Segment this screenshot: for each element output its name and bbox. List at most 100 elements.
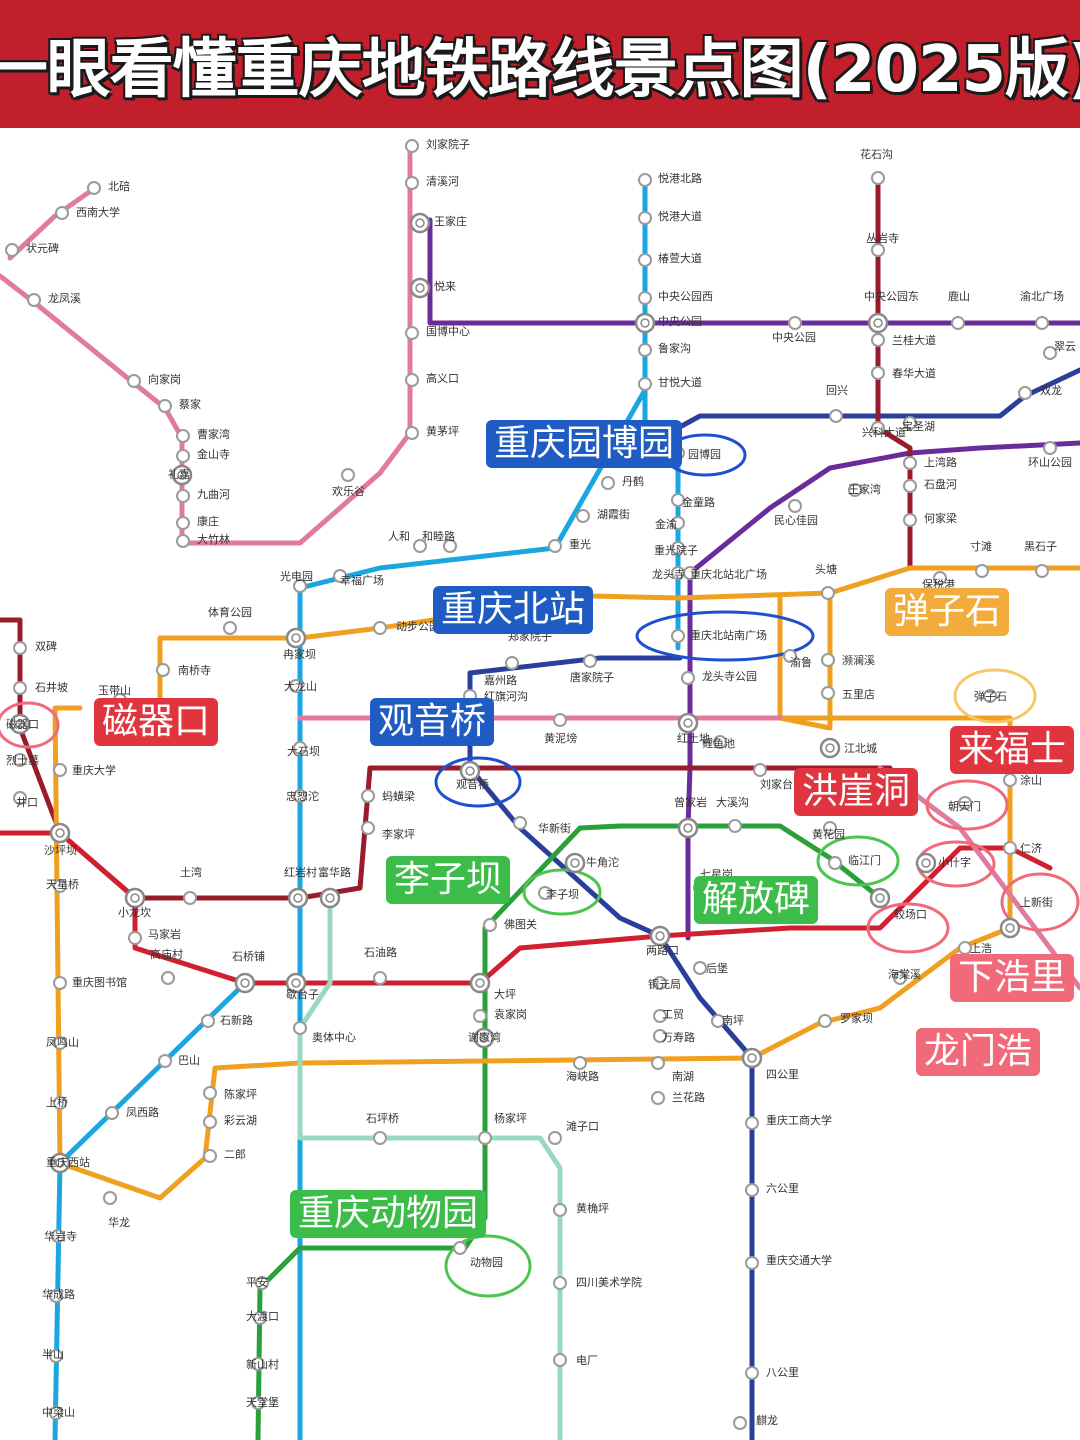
transfer-station-marker[interactable] xyxy=(287,887,309,909)
station-marker[interactable] xyxy=(711,1014,725,1028)
station-marker[interactable] xyxy=(103,1191,117,1205)
station-marker[interactable] xyxy=(638,253,652,267)
station-marker[interactable] xyxy=(745,1366,759,1380)
station-marker[interactable] xyxy=(671,516,685,530)
station-marker[interactable] xyxy=(903,479,917,493)
station-marker[interactable] xyxy=(373,971,387,985)
attraction-beizhan-label[interactable]: 重庆北站 xyxy=(433,586,594,634)
station-marker[interactable] xyxy=(105,1106,119,1120)
station-marker[interactable] xyxy=(1003,841,1017,855)
station-marker[interactable] xyxy=(361,789,375,803)
station-marker[interactable] xyxy=(818,1014,832,1028)
station-marker[interactable] xyxy=(201,1014,215,1028)
station-marker[interactable] xyxy=(55,206,69,220)
station-marker[interactable] xyxy=(505,656,519,670)
station-marker[interactable] xyxy=(683,566,697,580)
station-marker[interactable] xyxy=(13,753,27,767)
station-marker[interactable] xyxy=(693,961,707,975)
station-marker[interactable] xyxy=(671,541,685,555)
station-marker[interactable] xyxy=(128,931,142,945)
station-marker[interactable] xyxy=(983,689,997,703)
attraction-dongwuyuan-label[interactable]: 重庆动物园 xyxy=(290,1190,487,1238)
station-marker[interactable] xyxy=(5,243,19,257)
station-marker[interactable] xyxy=(871,366,885,380)
station-marker[interactable] xyxy=(183,891,197,905)
station-marker[interactable] xyxy=(176,429,190,443)
transfer-station-marker[interactable] xyxy=(234,972,256,994)
station-marker[interactable] xyxy=(203,1115,217,1129)
station-marker[interactable] xyxy=(293,579,307,593)
transfer-station-marker[interactable] xyxy=(409,212,431,234)
station-marker[interactable] xyxy=(903,456,917,470)
station-marker[interactable] xyxy=(333,569,347,583)
station-marker[interactable] xyxy=(548,1131,562,1145)
station-marker[interactable] xyxy=(638,291,652,305)
attraction-ciqikou-label[interactable]: 磁器口 xyxy=(94,698,219,746)
station-marker[interactable] xyxy=(728,819,742,833)
station-marker[interactable] xyxy=(53,1096,67,1110)
transfer-station-marker[interactable] xyxy=(9,713,31,735)
station-marker[interactable] xyxy=(583,654,597,668)
station-marker[interactable] xyxy=(713,735,727,749)
station-marker[interactable] xyxy=(745,1116,759,1130)
station-marker[interactable] xyxy=(203,1149,217,1163)
station-marker[interactable] xyxy=(405,176,419,190)
station-marker[interactable] xyxy=(293,1021,307,1035)
station-marker[interactable] xyxy=(156,663,170,677)
station-marker[interactable] xyxy=(828,856,842,870)
station-marker[interactable] xyxy=(753,763,767,777)
station-marker[interactable] xyxy=(829,409,843,423)
station-marker[interactable] xyxy=(49,1349,63,1363)
station-marker[interactable] xyxy=(1018,386,1032,400)
transfer-station-marker[interactable] xyxy=(469,972,491,994)
station-marker[interactable] xyxy=(176,489,190,503)
transfer-station-marker[interactable] xyxy=(741,1047,763,1069)
station-marker[interactable] xyxy=(373,621,387,635)
station-marker[interactable] xyxy=(745,1183,759,1197)
station-marker[interactable] xyxy=(821,686,835,700)
station-marker[interactable] xyxy=(903,416,917,430)
station-marker[interactable] xyxy=(848,483,862,497)
station-marker[interactable] xyxy=(538,886,552,900)
station-marker[interactable] xyxy=(651,1056,665,1070)
station-marker[interactable] xyxy=(405,426,419,440)
station-marker[interactable] xyxy=(671,493,685,507)
station-marker[interactable] xyxy=(638,211,652,225)
transfer-station-marker[interactable] xyxy=(634,312,656,334)
station-marker[interactable] xyxy=(478,1131,492,1145)
station-marker[interactable] xyxy=(681,671,695,685)
station-marker[interactable] xyxy=(871,243,885,257)
station-marker[interactable] xyxy=(871,421,885,435)
attraction-jiefangbei-label[interactable]: 解放碑 xyxy=(694,876,819,924)
attraction-yuanboyuan-label[interactable]: 重庆园博园 xyxy=(486,420,683,468)
attraction-guanyinqiao-label[interactable]: 观音桥 xyxy=(370,698,495,746)
station-marker[interactable] xyxy=(53,976,67,990)
transfer-station-marker[interactable] xyxy=(124,887,146,909)
transfer-station-marker[interactable] xyxy=(869,887,891,909)
station-marker[interactable] xyxy=(1043,441,1057,455)
station-marker[interactable] xyxy=(553,1276,567,1290)
station-marker[interactable] xyxy=(903,513,917,527)
station-marker[interactable] xyxy=(553,1353,567,1367)
station-marker[interactable] xyxy=(223,621,237,635)
transfer-station-marker[interactable] xyxy=(649,925,671,947)
station-marker[interactable] xyxy=(176,534,190,548)
station-marker[interactable] xyxy=(13,681,27,695)
station-marker[interactable] xyxy=(255,1276,269,1290)
station-marker[interactable] xyxy=(653,976,667,990)
station-marker[interactable] xyxy=(653,1029,667,1043)
station-marker[interactable] xyxy=(251,1357,265,1371)
transfer-station-marker[interactable] xyxy=(319,887,341,909)
station-marker[interactable] xyxy=(87,181,101,195)
attraction-laifushi-label[interactable]: 来福士 xyxy=(950,726,1075,774)
station-marker[interactable] xyxy=(203,1086,217,1100)
transfer-station-marker[interactable] xyxy=(867,312,889,334)
transfer-station-marker[interactable] xyxy=(999,917,1021,939)
station-marker[interactable] xyxy=(293,789,307,803)
station-marker[interactable] xyxy=(176,516,190,530)
station-marker[interactable] xyxy=(1003,773,1017,787)
station-marker[interactable] xyxy=(513,816,527,830)
transfer-station-marker[interactable] xyxy=(285,972,307,994)
station-marker[interactable] xyxy=(788,499,802,513)
transfer-station-marker[interactable] xyxy=(409,277,431,299)
